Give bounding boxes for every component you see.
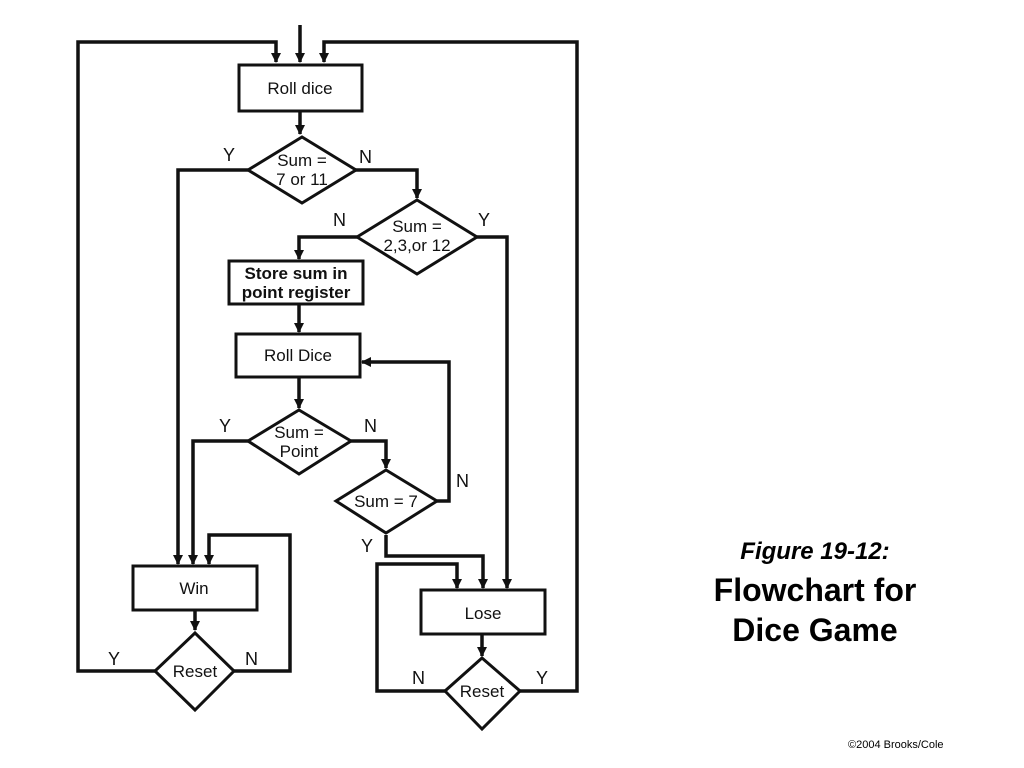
- label-reset-win-yes: Y: [108, 649, 120, 669]
- node-lose-label: Lose: [465, 604, 502, 623]
- decision-sum-2-3-12: Sum = 2,3,or 12: [354, 198, 480, 276]
- label-d1-no: N: [359, 147, 372, 167]
- edge-d4-yes: [384, 535, 488, 589]
- node-roll-dice: Roll dice: [237, 63, 364, 113]
- label-d3-yes: Y: [219, 416, 231, 436]
- edge-labels: Y N N Y Y N N Y Y N N Y: [108, 145, 548, 688]
- decision-reset-win: Reset: [152, 630, 237, 713]
- decision-sum-2-3-12-line2: 2,3,or 12: [383, 236, 450, 255]
- node-store-point-line1: Store sum in: [245, 264, 348, 283]
- decision-sum-point: Sum = Point: [245, 408, 354, 476]
- node-win: Win: [131, 564, 259, 612]
- node-roll-dice-label: Roll dice: [267, 79, 332, 98]
- edge-d1-yes: [173, 168, 248, 565]
- node-store-point: Store sum in point register: [227, 259, 365, 306]
- node-store-point-line2: point register: [242, 283, 351, 302]
- decision-sum-7-or-11: Sum = 7 or 11: [245, 135, 359, 205]
- label-reset-lose-no: N: [412, 668, 425, 688]
- copyright-notice: ©2004 Brooks/Cole: [848, 739, 944, 751]
- edge-d2-no: [294, 235, 357, 260]
- node-roll-dice-2-label: Roll Dice: [264, 346, 332, 365]
- figure-title-line1: Flowchart for: [713, 572, 917, 608]
- figure-title: Flowchart for Dice Game: [660, 570, 970, 650]
- edge-d2-yes: [477, 235, 512, 589]
- decision-sum-7: Sum = 7: [333, 468, 440, 535]
- figure-title-line2: Dice Game: [732, 612, 898, 648]
- edge-reset-lose-no: [375, 562, 462, 693]
- edge-reset-win-no: [204, 533, 292, 673]
- label-d2-no: N: [333, 210, 346, 230]
- label-d4-no: N: [456, 471, 469, 491]
- node-win-label: Win: [179, 579, 208, 598]
- label-reset-win-no: N: [245, 649, 258, 669]
- decision-sum-point-line2: Point: [280, 442, 319, 461]
- figure-caption: Figure 19-12: Flowchart for Dice Game: [660, 538, 970, 650]
- edge-d4-no: [361, 357, 451, 503]
- decision-sum-7-label: Sum = 7: [354, 492, 418, 511]
- edges: [76, 25, 579, 693]
- edge-d3-yes: [188, 439, 248, 565]
- label-d1-yes: Y: [223, 145, 235, 165]
- decision-reset-win-label: Reset: [173, 662, 218, 681]
- decision-reset-lose: Reset: [442, 656, 523, 732]
- decision-sum-7-or-11-line1: Sum =: [277, 151, 327, 170]
- decision-sum-7-or-11-line2: 7 or 11: [276, 170, 328, 189]
- label-d4-yes: Y: [361, 536, 373, 556]
- edge-d1-no: [354, 168, 422, 199]
- edge-d3-no: [351, 439, 391, 469]
- decision-reset-lose-label: Reset: [460, 682, 505, 701]
- decision-sum-point-line1: Sum =: [274, 423, 324, 442]
- edge-reset-win-yes: [76, 40, 281, 673]
- figure-label: Figure 19-12:: [740, 538, 890, 565]
- label-reset-lose-yes: Y: [536, 668, 548, 688]
- node-roll-dice-2: Roll Dice: [234, 332, 362, 379]
- edge-reset-lose-yes: [319, 40, 579, 693]
- node-lose: Lose: [419, 588, 547, 636]
- decision-sum-2-3-12-line1: Sum =: [392, 217, 442, 236]
- label-d2-yes: Y: [478, 210, 490, 230]
- label-d3-no: N: [364, 416, 377, 436]
